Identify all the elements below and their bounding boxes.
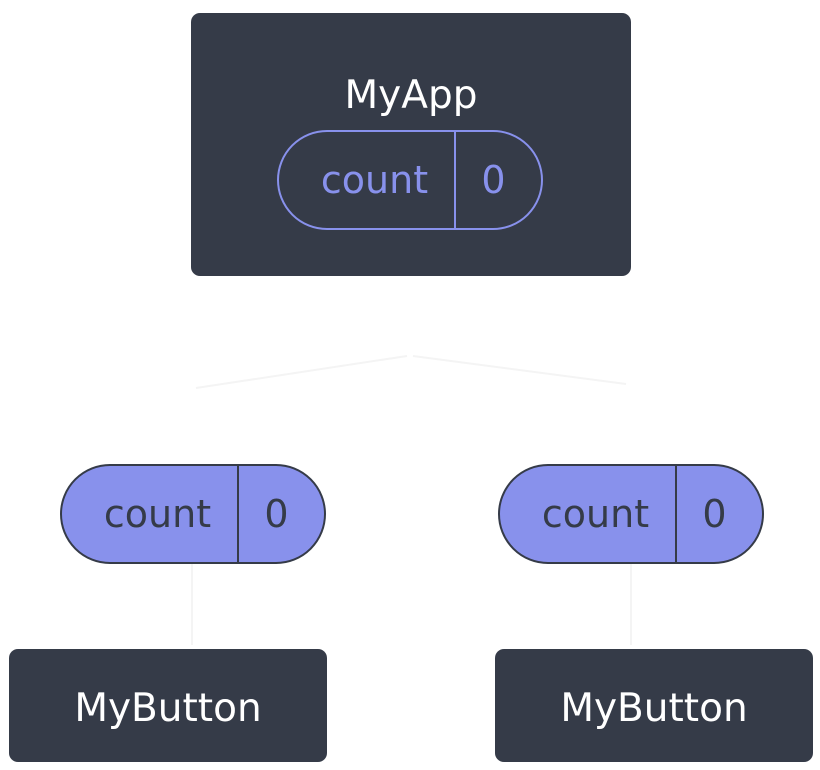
- myapp-node: MyApp: [191, 13, 631, 276]
- left-count-state: count 0: [60, 464, 326, 564]
- state-value: 0: [702, 492, 727, 536]
- edge-root-to-left: [195, 355, 408, 389]
- state-label: count: [320, 158, 429, 202]
- state-label: count: [103, 492, 212, 536]
- left-mybutton-node: MyButton: [9, 649, 327, 762]
- state-divider: [675, 466, 677, 562]
- right-count-state: count 0: [498, 464, 764, 564]
- mybutton-title: MyButton: [74, 686, 262, 731]
- state-value: 0: [481, 158, 506, 202]
- right-mybutton-node: MyButton: [495, 649, 813, 762]
- state-value: 0: [264, 492, 289, 536]
- state-divider: [237, 466, 239, 562]
- mybutton-title: MyButton: [560, 686, 748, 731]
- edge-root-to-right: [412, 355, 627, 385]
- myapp-title: MyApp: [344, 73, 478, 118]
- myapp-count-state: count 0: [277, 130, 543, 230]
- state-label: count: [541, 492, 650, 536]
- state-divider: [454, 132, 456, 228]
